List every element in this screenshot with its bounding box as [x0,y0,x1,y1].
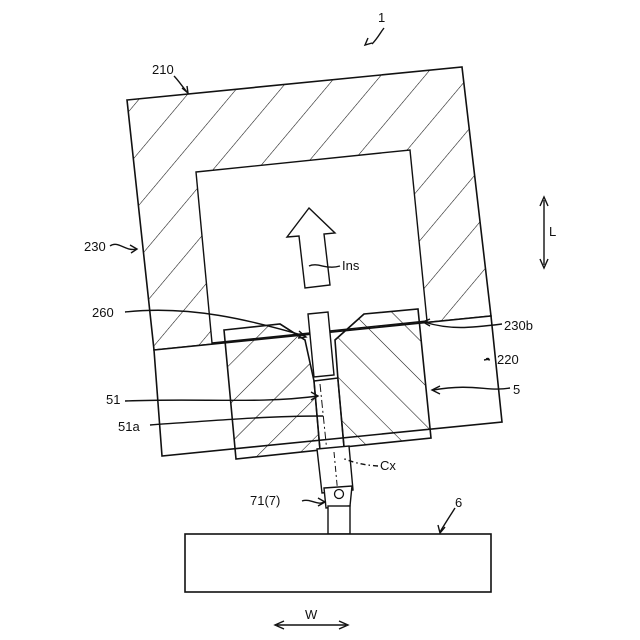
label-holder-71: 71(7) [250,493,280,508]
label-surface-230b: 230b [504,318,533,333]
label-outer-block-210: 210 [152,62,174,77]
direction-w-arrow [275,621,348,629]
label-stage-6: 6 [455,495,462,510]
label-side-wall-230: 230 [84,239,106,254]
label-insert-direction: Ins [342,258,360,273]
label-component-5: 5 [513,382,520,397]
label-hole-51: 51 [106,392,120,407]
label-device-1: 1 [378,10,385,25]
label-pin-260: 260 [92,305,114,320]
direction-l-arrow [540,197,548,268]
label-clamp-220: 220 [497,352,519,367]
label-center-axis-cx: Cx [380,458,396,473]
stage-6 [185,534,491,592]
label-hole-axis-51a: 51a [118,419,140,434]
label-direction-l: L [549,224,556,239]
holder-71 [324,486,352,534]
label-direction-w: W [305,607,318,622]
